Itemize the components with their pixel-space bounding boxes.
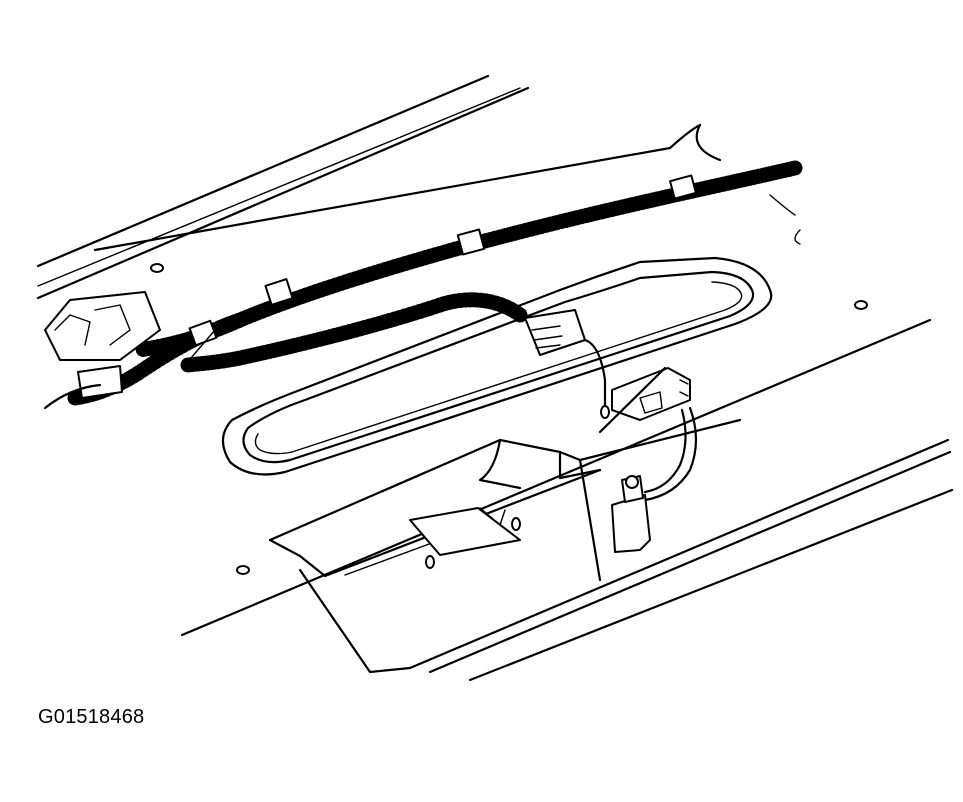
lamp-connector [524, 309, 607, 414]
lamp-switch-bracket [598, 366, 698, 553]
roof-rail-edges [180, 194, 954, 682]
dome-lamp-opening [221, 256, 773, 476]
left-connector-cluster [43, 291, 216, 410]
roof-panel-edges [36, 74, 722, 300]
figure-id-label: G01518468 [38, 706, 145, 728]
wiring-harness [67, 160, 803, 406]
trim-panel [268, 405, 742, 674]
mounting-holes [150, 263, 868, 575]
